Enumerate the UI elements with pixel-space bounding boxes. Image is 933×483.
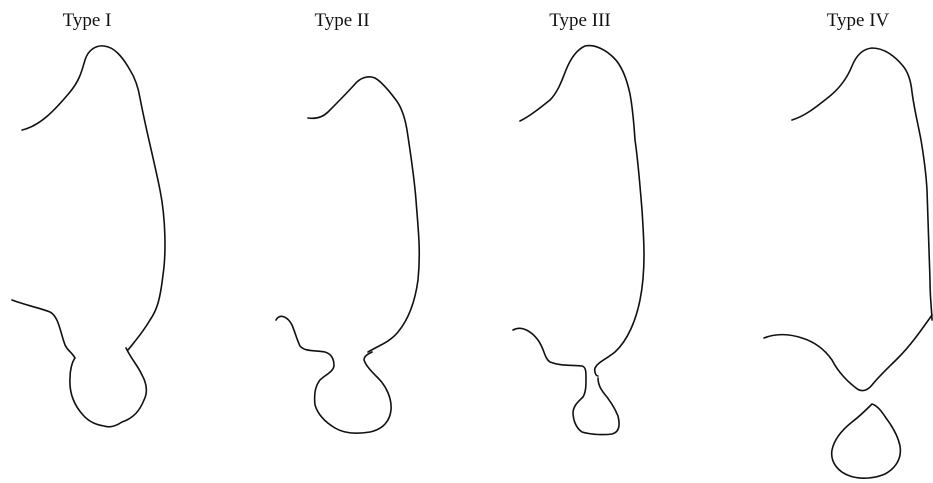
type-iii-outline [513, 46, 644, 435]
type-iv-outline [764, 48, 932, 478]
type-i-outline [12, 46, 165, 427]
type-iii-upper-curve [520, 46, 644, 376]
type-iv-detached-loop [832, 404, 901, 478]
type-i-lower-curve [12, 300, 146, 427]
type-ii-lower-curve [276, 316, 391, 433]
type-iii-lower-curve [513, 328, 619, 434]
type-ii-upper-curve [308, 77, 419, 352]
type-iv-upper-curve [792, 48, 932, 320]
type-ii-outline [276, 77, 419, 433]
type-iv-lower-curve [764, 315, 932, 391]
type-i-upper-curve [22, 46, 165, 350]
